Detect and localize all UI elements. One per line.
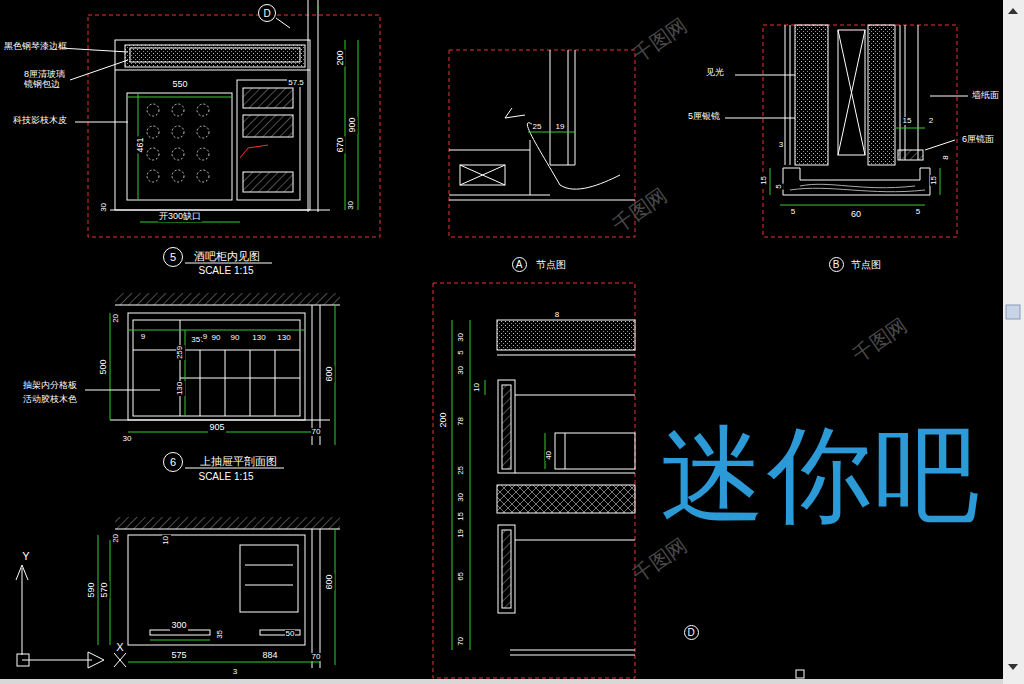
product-name: 迷你吧 [660,418,981,534]
dimension: 550 [171,80,188,90]
axis-label: Y [22,550,29,562]
dimension: 19 [457,528,466,539]
annotation: 6厘镜面 [962,135,994,145]
marker-letter: 6 [170,456,176,468]
detail-marker: 5 [163,247,183,267]
dimension: 10 [162,535,171,546]
view-title: 节点图 [536,259,566,270]
dimension: 15 [930,175,939,186]
dimension: 19 [555,123,566,132]
dimension: 25 [457,465,466,476]
dimension: 884 [261,651,278,661]
axis-label: X [116,641,123,653]
watermark: 千图网 [629,14,691,66]
dimension: 30 [457,365,466,376]
dimension: 570 [100,581,110,598]
watermark: 千图网 [849,314,911,366]
dimension: 300 [170,621,187,631]
dimension: 15 [457,511,466,522]
marker-letter: D [687,627,694,638]
dimension: 905 [208,423,225,433]
dimension: 600 [325,365,335,382]
dimension: 50 [285,630,296,639]
dimension: 130 [276,334,291,343]
watermark: 千图网 [629,534,691,586]
dimension: 5 [915,208,921,217]
dimension: 78 [457,416,466,427]
dimension: 200 [336,49,346,66]
view-title: SCALE 1:15 [198,265,253,276]
dimension: 35 [216,629,225,640]
dimension: 5 [775,183,784,189]
dimension: 5 [457,349,466,355]
dimension: 8 [942,154,951,160]
dimension: 70 [311,428,322,437]
dimension: 3 [232,668,238,677]
dimension: 259 [177,344,186,359]
marker-letter: D [263,8,270,19]
view-title: 酒吧柜内见图 [194,250,260,262]
dimension: 670 [336,136,346,153]
dimension: 5 [790,208,796,217]
detail-marker: D [684,625,699,640]
detail-marker: A [512,257,527,272]
dimension: 3 [778,141,784,150]
dimension: 2 [928,117,934,126]
dimension: 30 [100,202,109,213]
annotation: 科技影枝木皮 [13,116,67,126]
detail-marker: 6 [163,452,183,472]
view-title: 节点图 [851,259,881,270]
dimension: 20 [112,313,121,324]
annotation: 8厘清玻璃 镜钢包边 [24,70,76,90]
dimension: 30 [347,200,356,211]
dimension: 30 [457,332,466,343]
dimension: 575 [170,651,187,661]
dimension: 9 [140,333,146,342]
detail-marker: D [258,4,276,22]
dimension: 600 [325,573,335,590]
view-title: 上抽屉平剖面图 [200,455,277,467]
dimension: 30 [122,435,133,444]
dimension: 40 [545,450,554,461]
detail-marker: B [829,257,844,272]
dimension: 9 [202,333,208,342]
dimension: 130 [177,380,186,395]
dimension: 25 [532,123,543,132]
dimension: 30 [457,492,466,503]
dimension: 开300缺口 [158,212,202,222]
dimension: 900 [348,116,358,133]
marker-letter: 5 [170,251,176,263]
dimension: 70 [457,636,466,647]
dimension: 90 [230,334,241,343]
view-title: SCALE 1:15 [198,471,253,482]
dimension: 10 [473,382,482,393]
dimension: 500 [99,358,109,375]
annotation: 黑色钢琴漆边框 [4,42,67,52]
dimension: 15 [902,117,913,126]
marker-letter: B [833,259,840,270]
watermark: 千图网 [609,184,671,236]
dimension: 57.5 [287,79,305,88]
dimension: 65 [457,571,466,582]
dimension: 200 [439,411,449,428]
annotation: 活动胶枝木色 [23,395,77,405]
annotation: 5厘银镜 [688,112,720,122]
annotation: 抽架内分格板 [23,381,77,391]
dimension: 20 [112,533,121,544]
marker-letter: A [516,259,523,270]
dimension: 90 [211,334,222,343]
dimension: 70 [311,653,322,662]
dimension: 8 [554,311,560,320]
dimension: 461 [136,136,146,153]
annotation: 见光 [706,68,724,78]
dimension: 130 [251,334,266,343]
dimension: 60 [850,210,862,220]
dimension: 590 [87,581,97,598]
annotation: 墙纸面 [972,91,999,101]
dimension: 15 [760,175,769,186]
